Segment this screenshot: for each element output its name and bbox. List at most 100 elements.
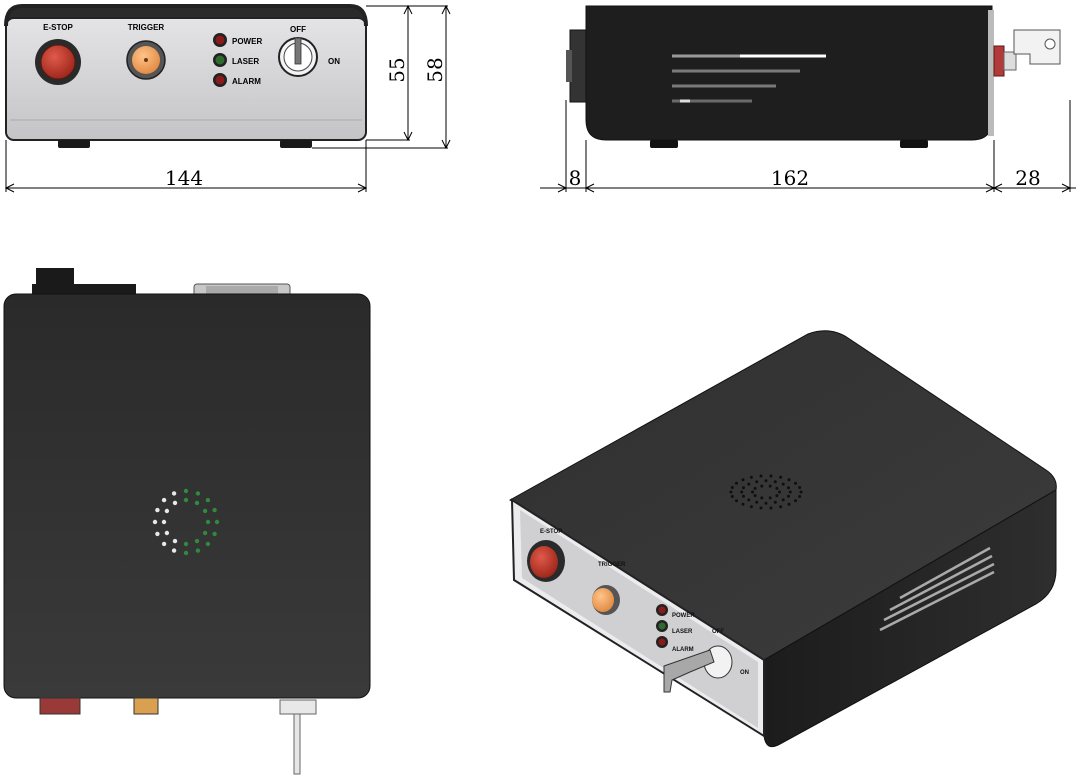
iso-vent-hole: [769, 474, 773, 478]
vent-hole: [183, 550, 189, 556]
side-view: 8 162 28: [540, 5, 1076, 193]
iso-vent-hole: [778, 490, 781, 494]
vent-hole: [161, 519, 167, 525]
off-label: OFF: [290, 25, 306, 34]
vent-hole: [212, 507, 217, 513]
led-power: [213, 33, 227, 47]
iso-on-label: ON: [740, 670, 749, 676]
iso-alarm-label: ALARM: [672, 647, 694, 653]
vent-hole: [172, 500, 178, 506]
iso-vent-hole: [798, 486, 802, 489]
iso-key-switch-icon: [663, 645, 733, 693]
iso-estop-button-icon: [527, 540, 565, 582]
vent-hole: [164, 530, 170, 536]
vent-hole: [155, 507, 160, 513]
on-label: ON: [328, 57, 340, 66]
iso-vent-hole: [755, 500, 759, 504]
vent-hole: [183, 541, 189, 547]
vent-hole: [202, 508, 208, 514]
iso-vent-hole: [781, 482, 785, 486]
iso-vent-hole: [760, 484, 764, 488]
bnc-connector-icon: [126, 40, 166, 80]
estop-button-icon: [35, 39, 81, 85]
iso-vent-hole: [773, 500, 777, 504]
vent-grille-icon: [152, 488, 220, 556]
iso-vent-hole: [773, 480, 777, 484]
iso-vent-hole: [735, 499, 738, 503]
iso-estop-label: E-STOP: [540, 529, 562, 535]
top-rear-connector-left: [36, 268, 74, 286]
iso-vent-hole: [740, 490, 744, 494]
iso-side-face: [763, 489, 1057, 748]
side-vent-slots: [672, 54, 826, 103]
vent-hole: [161, 497, 167, 503]
vent-hole: [205, 519, 211, 525]
vent-hole: [195, 491, 201, 496]
vent-hole: [214, 519, 220, 525]
vent-hole: [164, 508, 170, 514]
vent-hole: [194, 500, 200, 506]
iso-vent-hole: [759, 506, 763, 510]
iso-vent-grille-icon: [729, 474, 803, 510]
front-view: E-STOP TRIGGER POWER LASER ALARM OF: [4, 4, 451, 193]
isometric-view: E-STOP TRIGGER POWER LASER ALARM OFF ON: [509, 330, 1057, 748]
iso-vent-hole: [730, 486, 734, 489]
iso-vent-hole: [742, 486, 745, 490]
vent-hole: [161, 541, 167, 547]
iso-vent-hole: [760, 496, 764, 500]
dim-front-width: 144: [165, 166, 203, 190]
vent-hole: [183, 497, 189, 503]
iso-vent-hole: [787, 486, 790, 490]
iso-vent-hole: [769, 506, 773, 510]
top-view: [3, 268, 371, 775]
dim-side-key: 28: [1015, 166, 1040, 190]
iso-vent-hole: [794, 481, 797, 485]
iso-vent-hole: [779, 505, 783, 509]
trigger-label: TRIGGER: [128, 23, 165, 32]
iso-vent-hole: [755, 480, 759, 484]
vent-hole: [171, 548, 177, 553]
iso-off-label: OFF: [712, 629, 724, 635]
estop-label: E-STOP: [43, 23, 73, 32]
iso-vent-hole: [730, 495, 734, 498]
dim-front-height-body: 55: [385, 57, 409, 82]
dim-side-length: 162: [771, 166, 809, 190]
vent-hole: [152, 519, 158, 525]
top-trigger-protrusion: [133, 697, 159, 715]
laser-label: LASER: [232, 57, 259, 66]
iso-vent-hole: [749, 505, 753, 509]
side-rear-connector: [569, 29, 587, 103]
key-switch-icon: [278, 37, 318, 77]
iso-trigger-label: TRIGGER: [598, 562, 626, 568]
iso-vent-hole: [764, 501, 768, 505]
vent-hole: [205, 497, 211, 503]
front-panel: [5, 17, 367, 141]
power-label: POWER: [232, 37, 262, 46]
top-estop-protrusion: [39, 697, 81, 715]
iso-vent-hole: [779, 475, 783, 479]
vent-hole: [205, 541, 211, 547]
iso-vent-hole: [735, 481, 738, 485]
iso-vent-hole: [799, 490, 803, 494]
iso-vent-hole: [787, 502, 791, 506]
iso-top-face: [509, 330, 1057, 661]
iso-vent-hole: [747, 482, 751, 486]
iso-vent-hole: [768, 496, 772, 500]
iso-side-vents: [879, 546, 995, 632]
vent-hole: [202, 530, 208, 536]
dim-front-height-total: 58: [423, 57, 447, 82]
iso-vent-hole: [741, 478, 745, 482]
iso-vent-hole: [787, 494, 790, 498]
front-foot-left: [58, 140, 90, 148]
iso-vent-hole: [775, 486, 779, 490]
vent-hole: [171, 491, 177, 496]
iso-vent-hole: [764, 479, 768, 483]
iso-vent-hole: [781, 498, 785, 502]
iso-bnc-connector-icon: [592, 585, 620, 615]
vent-hole: [194, 538, 200, 544]
iso-vent-hole: [775, 494, 779, 498]
top-key-icon: [293, 713, 301, 775]
alarm-label: ALARM: [232, 77, 261, 86]
iso-laser-label: LASER: [672, 629, 693, 635]
